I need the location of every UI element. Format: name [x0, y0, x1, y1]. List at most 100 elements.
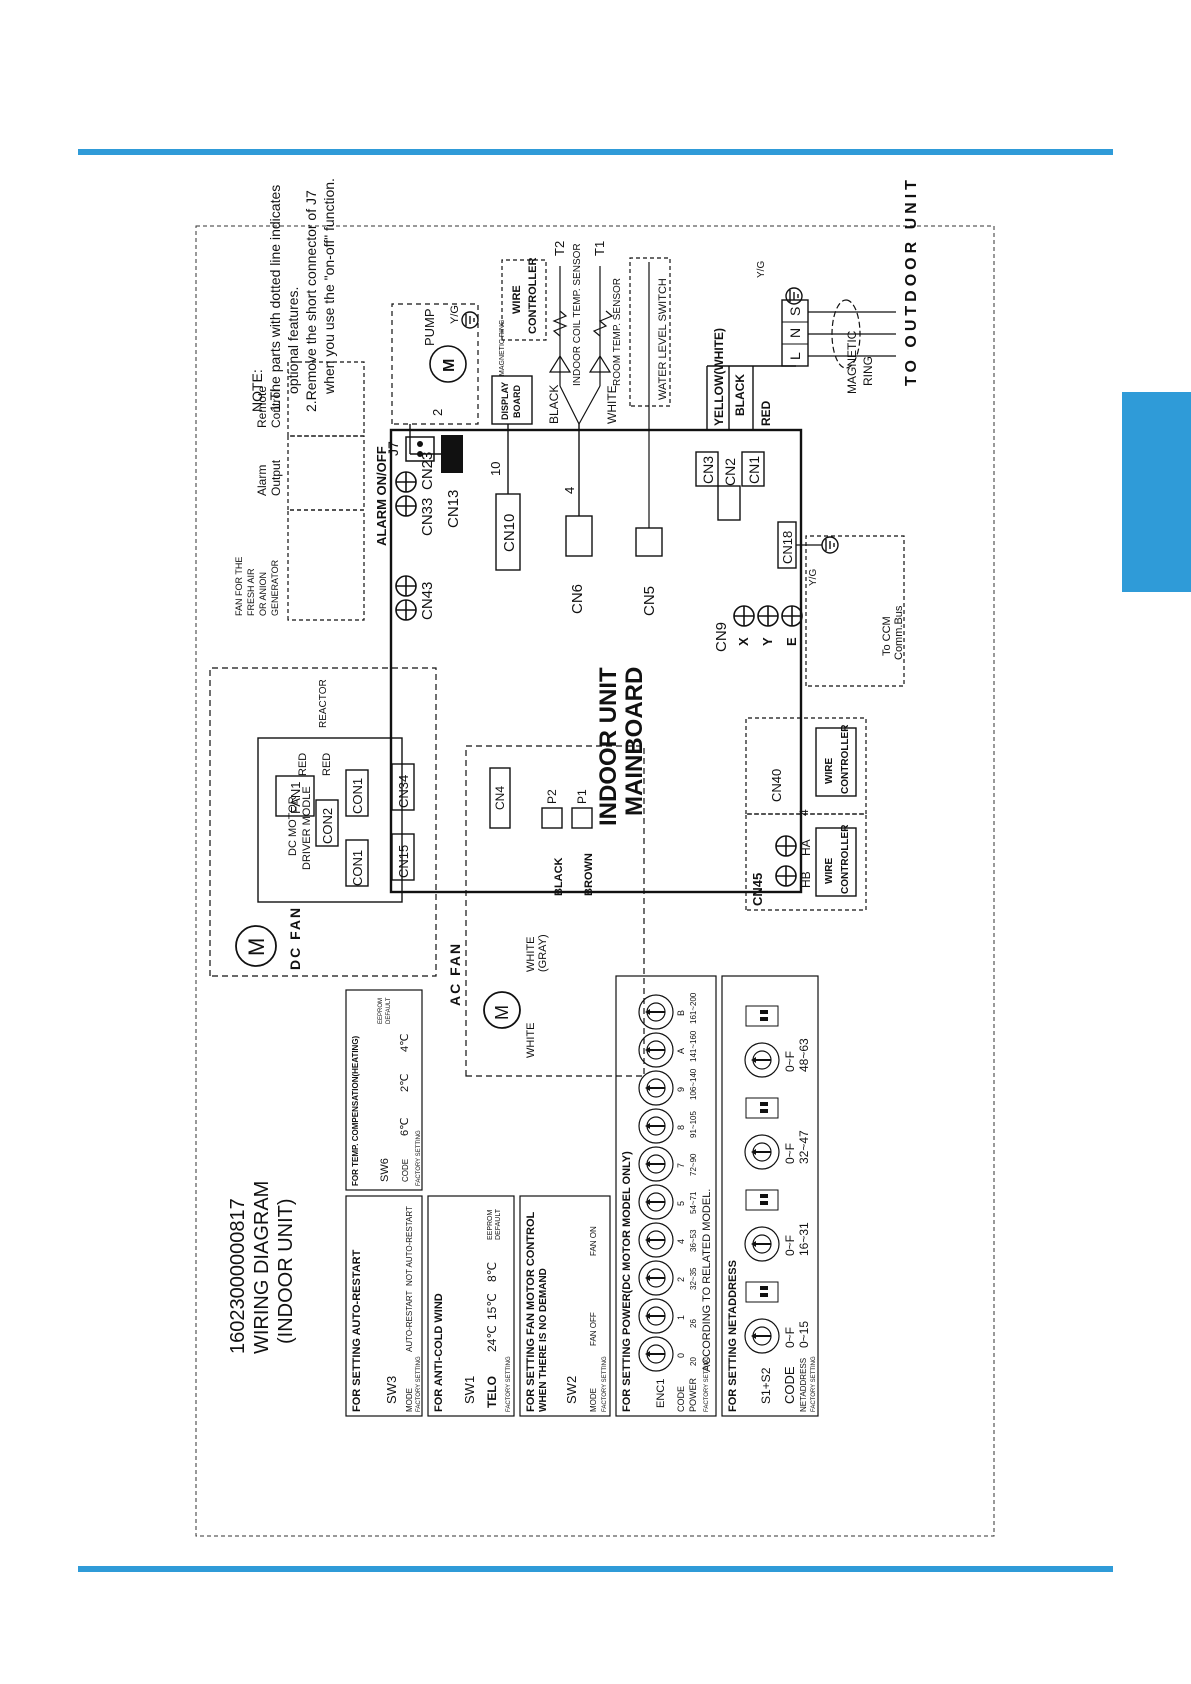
- netaddress-code-3: 0~F: [783, 1051, 797, 1072]
- wire-controller-cn45: [815, 827, 857, 897]
- netaddress-code-2: 0~F: [783, 1143, 797, 1164]
- note-line1: 1.The parts with dotted line indicates: [267, 185, 283, 412]
- netaddress-range-0: 0~15: [797, 1321, 811, 1348]
- terminal-block: [781, 299, 809, 367]
- netaddress-factory: FACTORY SETTING: [811, 1356, 817, 1412]
- pump-motor: [429, 345, 467, 383]
- dc-motor-label-2: DRIVER MODLE: [301, 786, 313, 870]
- anti-cold-sw: SW1: [462, 1376, 477, 1404]
- anti-cold-v2: 15℃: [485, 1293, 499, 1320]
- room-temp-sensor-label: ROOM TEMP. SENSOR: [612, 278, 623, 386]
- power-value-6: 91~105: [689, 1111, 698, 1138]
- power-code-label: CODE: [676, 1386, 686, 1412]
- anti-cold-v1: 24℃: [485, 1325, 499, 1352]
- cn43-label: CN43: [419, 582, 436, 620]
- commbus-label: Comm.Bus: [893, 605, 905, 660]
- red-wire-label-1: RED: [297, 753, 309, 776]
- cn15-label: CN15: [396, 845, 411, 878]
- t2-sensor-coil: [552, 310, 568, 337]
- display-board-label-1: DISPLAY: [500, 382, 510, 420]
- anti-cold-v3: 8℃: [485, 1262, 499, 1282]
- wire-controller-cn45-label-2: CONTROLLER: [840, 824, 851, 894]
- t1-sensor-coil: [592, 310, 614, 337]
- temp-comp-eeprom-2: DEFAULT: [386, 997, 392, 1024]
- power-value-4: 54~71: [689, 1191, 698, 1214]
- cn40-wire-count: 4: [797, 809, 811, 816]
- fan-motor-subtitle: WHEN THERE IS NO DEMAND: [538, 1268, 549, 1412]
- fan-fresh-label-4: GENERATOR: [270, 559, 280, 616]
- netaddress-range-3: 48~63: [797, 1038, 811, 1072]
- netaddress-table: [721, 975, 819, 1417]
- svg-text:M: M: [244, 938, 269, 956]
- power-value-1: 26: [689, 1319, 698, 1328]
- power-code-4: 5: [676, 1201, 686, 1206]
- top-rule: [78, 149, 1113, 155]
- cn18-label: CN18: [780, 531, 795, 564]
- auto-restart-col1: AUTO-RESTART: [405, 1291, 414, 1352]
- bottom-rule: [78, 1566, 1113, 1572]
- anti-cold-eeprom-1: EEPROM: [487, 1209, 494, 1240]
- power-code-6: 8: [676, 1125, 686, 1130]
- alarm-onoff-label: ALARM ON/OFF: [374, 446, 389, 546]
- temp-comp-v2: 2℃: [399, 1074, 411, 1092]
- white-gray-label-1: WHITE: [525, 937, 537, 972]
- cn5-connector: [635, 527, 663, 557]
- power-code-3: 4: [676, 1239, 686, 1244]
- wire-controller-cn40-label-2: CONTROLLER: [840, 724, 851, 794]
- wire-controller-cn45-label-1: WIRE: [824, 858, 835, 884]
- ac-white-label: WHITE: [525, 1023, 537, 1058]
- water-level-switch-label: WATER LEVEL SWITCH: [657, 278, 669, 400]
- pump-label: PUMP: [422, 308, 437, 346]
- netaddress-code-label: CODE: [782, 1366, 797, 1404]
- power-code-5: 7: [676, 1163, 686, 1168]
- netaddress-title: FOR SETTING NETADDRESS: [727, 1260, 739, 1412]
- temp-comp-v1: 6℃: [399, 1118, 411, 1136]
- cn23-label: CN23: [419, 452, 436, 490]
- ac-fan-dashed-box: [465, 745, 645, 1077]
- power-value-0: 20: [689, 1357, 698, 1366]
- power-factory: FACTORY SETTING: [704, 1356, 710, 1412]
- ac-fan-motor: [483, 991, 521, 1029]
- auto-restart-sw: SW3: [384, 1376, 399, 1404]
- cn3-label: CN3: [700, 456, 716, 484]
- alarm-output-label-2: Output: [269, 459, 283, 496]
- display-board: [491, 375, 533, 425]
- con1-right-label: CON1: [350, 850, 365, 886]
- xye-e: E: [784, 637, 799, 646]
- temp-comp-title: FOR TEMP. COMPENSATION(HEATING): [351, 1035, 360, 1186]
- terminal-yg-label: Y/G: [756, 261, 767, 278]
- power-code-7: 9: [676, 1087, 686, 1092]
- ccm-commbus-box: [805, 535, 905, 687]
- xye-y: Y: [760, 637, 775, 646]
- power-value-3: 36~53: [689, 1229, 698, 1252]
- power-code-1: 1: [676, 1315, 686, 1320]
- netaddress-label: NETADDRESS: [799, 1358, 808, 1412]
- power-according: ACCORDING TO RELATED MODEL.: [701, 1189, 713, 1372]
- dc-fan-label: DC FAN: [287, 906, 303, 970]
- dc-fan-dashed-box: [209, 667, 437, 977]
- cn45-label: CN45: [750, 873, 765, 906]
- auto-restart-mode: MODE: [405, 1388, 414, 1412]
- remote-control-label-2: Control: [269, 389, 283, 428]
- alarm-output-label-1: Alarm: [255, 465, 269, 496]
- diagram-title: WIRING DIAGRAM: [251, 1181, 273, 1354]
- temp-comp-v3: 4℃: [399, 1034, 411, 1052]
- cn6-connector: [565, 515, 593, 557]
- magnetic-ring-small-label: MAGNETIC RING: [499, 320, 506, 376]
- terminal-n: N: [787, 328, 803, 338]
- fan-motor-table: [519, 1195, 611, 1417]
- cn18-yg-label: Y/G: [808, 569, 819, 586]
- cn9-label: CN9: [713, 622, 730, 652]
- t2-sensor-diode: [548, 354, 572, 373]
- ac-fan-label: AC FAN: [447, 942, 463, 1006]
- t1-label: T1: [592, 241, 607, 256]
- white-gray-label-2: (GRAY): [537, 934, 549, 972]
- alarm-output-box: [287, 435, 365, 511]
- section-tab: [1122, 392, 1191, 592]
- j7-jumper: [405, 436, 435, 462]
